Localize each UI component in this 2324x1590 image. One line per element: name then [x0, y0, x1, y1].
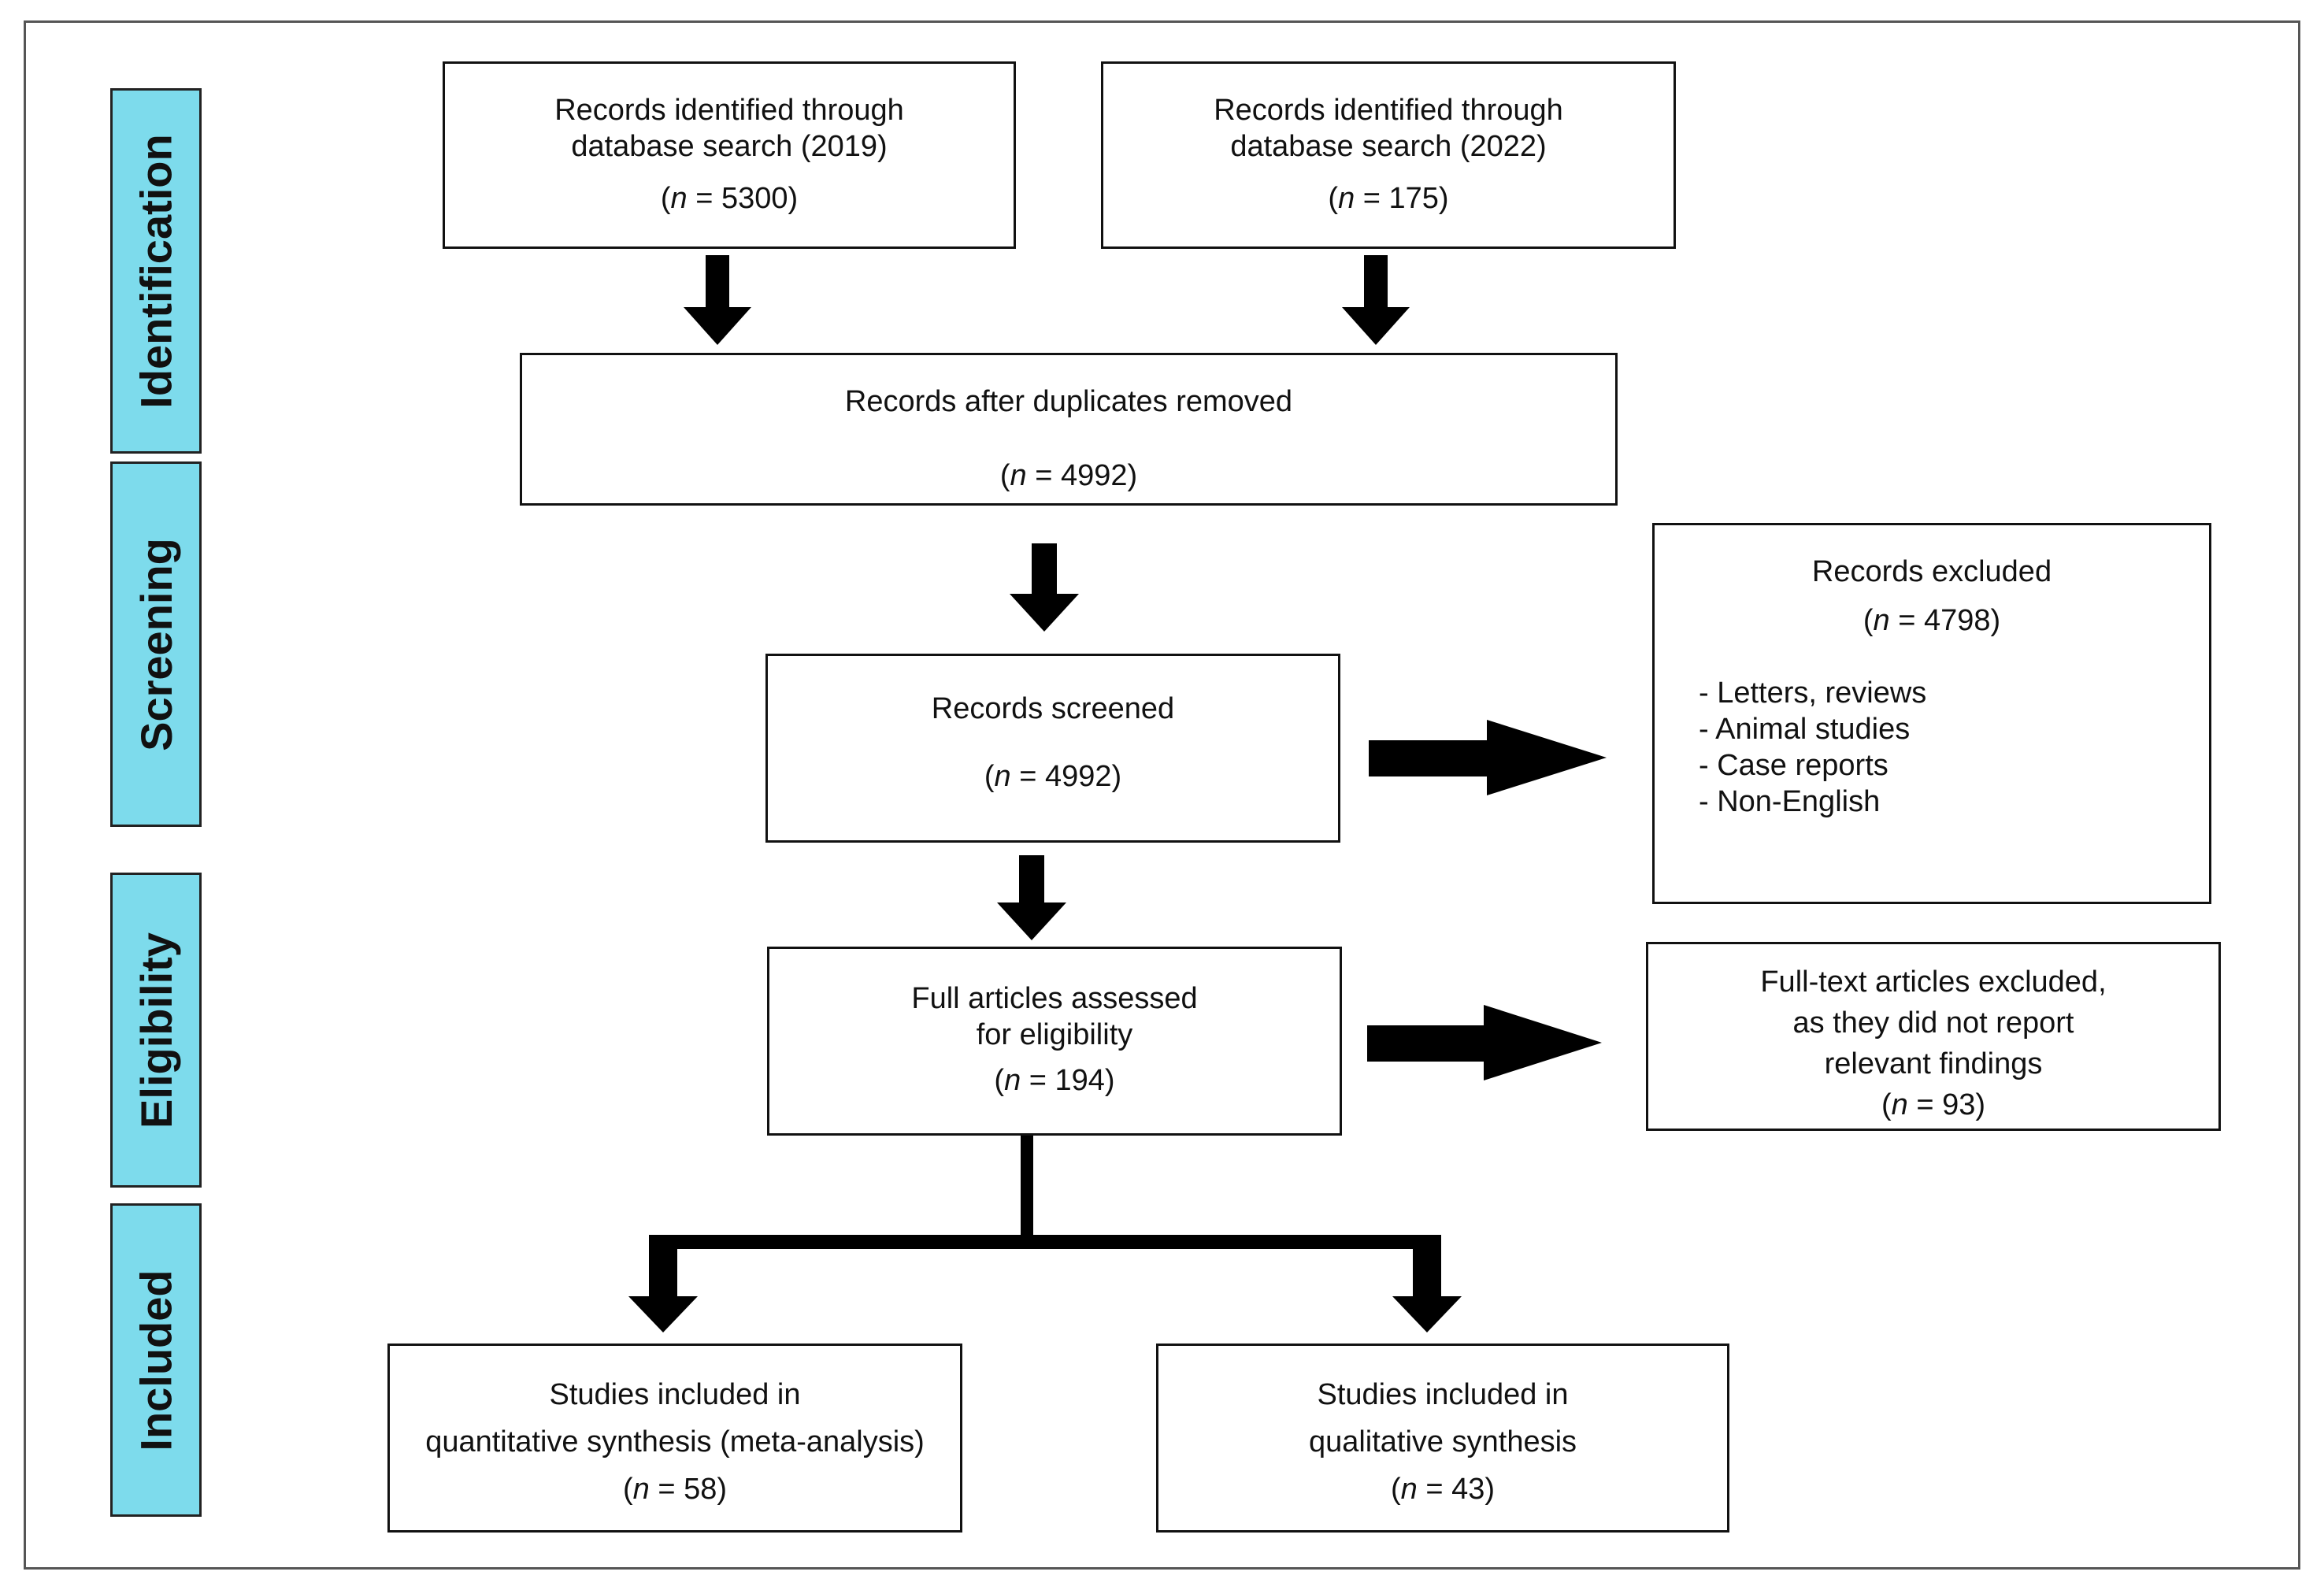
- box-duplicates-removed: Records after duplicates removed (n = 49…: [520, 353, 1618, 506]
- box-text: quantitative synthesis (meta-analysis): [425, 1425, 925, 1458]
- list-item: - Case reports: [1699, 749, 1888, 782]
- box-text: as they did not report: [1792, 1006, 2074, 1040]
- n-symbol: n: [670, 182, 688, 215]
- n-symbol: n: [1873, 604, 1890, 637]
- count-value: = 4798): [1898, 604, 2001, 637]
- connector-line: [1021, 1136, 1033, 1247]
- box-records-excluded: Records excluded (n = 4798) - Letters, r…: [1652, 523, 2211, 904]
- box-count: (n = 93): [1881, 1088, 1986, 1121]
- box-text: for eligibility: [976, 1018, 1133, 1051]
- box-text: Studies included in: [1317, 1378, 1569, 1411]
- phase-identification: Identification: [110, 88, 202, 454]
- box-text: Full-text articles excluded,: [1760, 965, 2107, 999]
- box-quantitative-synthesis: Studies included in quantitative synthes…: [387, 1344, 962, 1533]
- box-count: (n = 4992): [999, 459, 1138, 492]
- arrow-down-icon: [684, 255, 751, 345]
- count-value: = 175): [1362, 182, 1449, 215]
- arrow-down-icon: [628, 1241, 698, 1332]
- count-value: = 43): [1425, 1473, 1496, 1506]
- count-value: = 4992): [1019, 760, 1122, 793]
- phase-included: Included: [110, 1203, 202, 1517]
- flow-arrows: [628, 255, 1607, 1332]
- box-full-articles-assessed: Full articles assessed for eligibility (…: [767, 947, 1342, 1136]
- arrow-down-icon: [1010, 543, 1079, 632]
- list-item: - Non-English: [1699, 785, 1881, 818]
- figure-frame: [24, 20, 2300, 1570]
- count-value: = 5300): [695, 182, 799, 215]
- box-count: (n = 5300): [660, 182, 799, 215]
- box-count: (n = 58): [622, 1473, 728, 1506]
- box-records-screened: Records screened (n = 4992): [765, 654, 1340, 843]
- arrow-right-icon: [1367, 1005, 1602, 1080]
- n-symbol: n: [1010, 459, 1027, 492]
- arrow-down-icon: [1392, 1241, 1462, 1332]
- connector-line: [649, 1235, 1441, 1249]
- box-text: Records after duplicates removed: [844, 385, 1293, 418]
- box-text: Records excluded: [1811, 555, 2052, 588]
- box-text: Records identified through: [554, 94, 904, 127]
- count-value: = 194): [1029, 1064, 1115, 1097]
- box-count: (n = 4798): [1863, 604, 2001, 637]
- arrow-right-icon: [1369, 720, 1607, 795]
- phase-screening: Screening: [110, 461, 202, 827]
- count-value: = 4992): [1035, 459, 1138, 492]
- box-count: (n = 43): [1390, 1473, 1496, 1506]
- arrow-down-icon: [1342, 255, 1410, 345]
- box-count: (n = 4992): [984, 760, 1122, 793]
- n-symbol: n: [1400, 1473, 1418, 1506]
- box-database-search-2022: Records identified through database sear…: [1101, 61, 1676, 249]
- box-text: Records screened: [931, 692, 1175, 725]
- phase-eligibility: Eligibility: [110, 873, 202, 1188]
- box-text: database search (2022): [1230, 130, 1547, 163]
- count-value: = 93): [1916, 1088, 1986, 1121]
- n-symbol: n: [632, 1473, 650, 1506]
- box-text: database search (2019): [571, 130, 888, 163]
- box-count: (n = 194): [994, 1064, 1115, 1097]
- box-text: Full articles assessed: [911, 982, 1198, 1015]
- count-value: = 58): [658, 1473, 728, 1506]
- box-text: relevant findings: [1824, 1047, 2043, 1080]
- box-qualitative-synthesis: Studies included in qualitative synthesi…: [1156, 1344, 1729, 1533]
- exclusion-reasons-list: - Letters, reviews - Animal studies - Ca…: [1699, 675, 1926, 820]
- n-symbol: n: [994, 760, 1011, 793]
- box-text: qualitative synthesis: [1308, 1425, 1577, 1458]
- box-full-text-excluded: Full-text articles excluded, as they did…: [1646, 942, 2221, 1131]
- box-count: (n = 175): [1328, 182, 1449, 215]
- list-item: - Letters, reviews: [1699, 676, 1927, 710]
- list-item: - Animal studies: [1699, 713, 1911, 746]
- n-symbol: n: [1338, 182, 1355, 215]
- prisma-flow-diagram: Identification Screening Eligibility Inc…: [0, 24, 2324, 1566]
- box-text: Studies included in: [549, 1378, 801, 1411]
- arrow-down-icon: [997, 855, 1066, 940]
- box-text: Records identified through: [1214, 94, 1563, 127]
- box-database-search-2019: Records identified through database sear…: [443, 61, 1016, 249]
- n-symbol: n: [1891, 1088, 1908, 1121]
- n-symbol: n: [1004, 1064, 1021, 1097]
